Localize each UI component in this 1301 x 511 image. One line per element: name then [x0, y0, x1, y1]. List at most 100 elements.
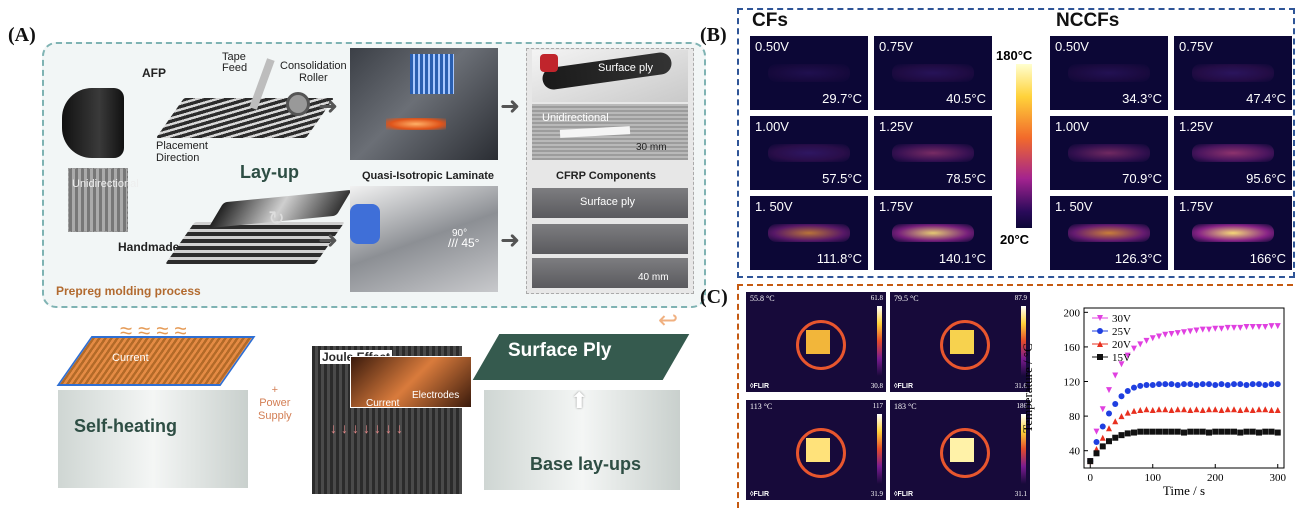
- data-point: [1093, 439, 1100, 446]
- temperature-label: 57.5°C: [822, 171, 862, 186]
- data-point: [1143, 337, 1150, 344]
- panel-a-letter: (A): [8, 24, 36, 46]
- colorbar-min: 20°C: [1000, 232, 1030, 247]
- data-point: [1243, 406, 1250, 413]
- data-point: [1268, 381, 1275, 388]
- flir-scale-max: 87.9: [1014, 294, 1027, 302]
- data-point: [1162, 428, 1169, 435]
- flir-scale-bar: [1021, 306, 1026, 376]
- data-point: [1212, 325, 1219, 332]
- data-point: [1174, 330, 1181, 337]
- arrow-icon: ➜: [500, 93, 521, 120]
- flir-scale-min: 31.9: [870, 490, 883, 498]
- fold-arrow-icon: ↻: [268, 208, 285, 230]
- data-point: [1206, 381, 1212, 388]
- data-point: [1181, 329, 1187, 336]
- data-point: [1118, 413, 1125, 420]
- x-axis-label: Time / s: [1163, 483, 1205, 498]
- heating-ring: [796, 320, 846, 370]
- data-point: [1274, 381, 1281, 388]
- legend-label: 20V: [1112, 339, 1131, 351]
- ply-90-label: 90°: [452, 228, 468, 239]
- flir-scale-max: 117: [872, 402, 883, 410]
- data-point: [1174, 428, 1181, 435]
- data-point: [1274, 429, 1281, 436]
- self-heating-label: Self-heating: [74, 416, 178, 436]
- nccfs-header: NCCFs: [1056, 10, 1120, 31]
- flir-logo: ◊FLIR: [750, 491, 770, 498]
- data-point: [1181, 381, 1187, 388]
- data-point: [1124, 430, 1131, 437]
- data-point: [1137, 428, 1144, 435]
- voltage-label: 1.25V: [879, 119, 913, 134]
- temperature-label: 140.1°C: [938, 251, 986, 266]
- data-point: [1249, 381, 1256, 388]
- data-point: [1243, 381, 1250, 388]
- data-point: [1187, 428, 1194, 435]
- power-supply-label: + Power Supply: [258, 384, 292, 422]
- temperature-label: 95.6°C: [1246, 171, 1286, 186]
- base-layups-label: Base lay-ups: [530, 454, 642, 474]
- temperature-label: 34.3°C: [1122, 91, 1162, 106]
- panel-b-box: [737, 8, 1295, 278]
- data-point: [1124, 388, 1131, 395]
- flir-reading: 55.8 °C: [750, 294, 775, 303]
- data-point: [1112, 418, 1119, 425]
- x-tick-label: 300: [1270, 472, 1287, 484]
- flir-reading: 113 °C: [750, 402, 773, 411]
- data-point: [1093, 450, 1100, 457]
- data-point: [1187, 407, 1194, 414]
- thermal-colorbar: [1016, 64, 1032, 228]
- voltage-label: 1.00V: [755, 119, 789, 134]
- data-point: [1212, 381, 1219, 388]
- data-point: [1097, 341, 1103, 347]
- sample-square: [806, 438, 830, 462]
- data-point: [1124, 352, 1131, 359]
- cfrp-plate-2: [532, 224, 688, 254]
- data-point: [1131, 345, 1137, 352]
- voltage-label: 1.75V: [879, 199, 913, 214]
- temperature-label: 111.8°C: [816, 251, 862, 266]
- data-point: [1262, 406, 1269, 413]
- data-point: [1143, 406, 1150, 413]
- quasi-isotropic-photo: [350, 186, 498, 292]
- data-point: [1118, 361, 1125, 368]
- data-point: [1231, 428, 1237, 435]
- data-point: [1112, 401, 1119, 407]
- data-point: [1268, 428, 1275, 435]
- legend-label: 15V: [1112, 352, 1131, 364]
- y-tick-label: 80: [1069, 411, 1081, 423]
- data-point: [1143, 428, 1150, 435]
- sample-square: [950, 330, 974, 354]
- ply-45-label: /// 45°: [448, 236, 480, 250]
- data-point: [1093, 428, 1100, 435]
- data-point: [1256, 324, 1262, 331]
- surface-ply-component-label: Surface ply: [580, 196, 636, 208]
- data-point: [1218, 428, 1225, 435]
- data-point: [1097, 328, 1103, 334]
- data-point: [1137, 341, 1144, 348]
- voltage-label: 0.50V: [1055, 39, 1089, 54]
- data-point: [1206, 406, 1212, 413]
- flir-scale-min: 31.6: [1014, 382, 1027, 390]
- data-point: [1137, 382, 1144, 389]
- data-point: [1237, 381, 1244, 388]
- flir-scale-bar: [877, 414, 882, 484]
- self-heating-block: [58, 390, 248, 488]
- y-tick-label: 200: [1064, 307, 1081, 319]
- data-point: [1168, 330, 1175, 337]
- x-tick-label: 200: [1207, 472, 1224, 484]
- heated-strip: [1068, 144, 1150, 162]
- temperature-label: 126.3°C: [1114, 251, 1162, 266]
- cfrp-components-label: CFRP Components: [556, 170, 657, 182]
- afp-label: AFP: [142, 66, 166, 80]
- data-point: [1237, 407, 1244, 414]
- flir-scale-bar: [1021, 414, 1026, 484]
- voltage-label: 0.50V: [755, 39, 789, 54]
- heated-strip: [768, 144, 850, 162]
- handmade-label: Handmade: [118, 240, 180, 254]
